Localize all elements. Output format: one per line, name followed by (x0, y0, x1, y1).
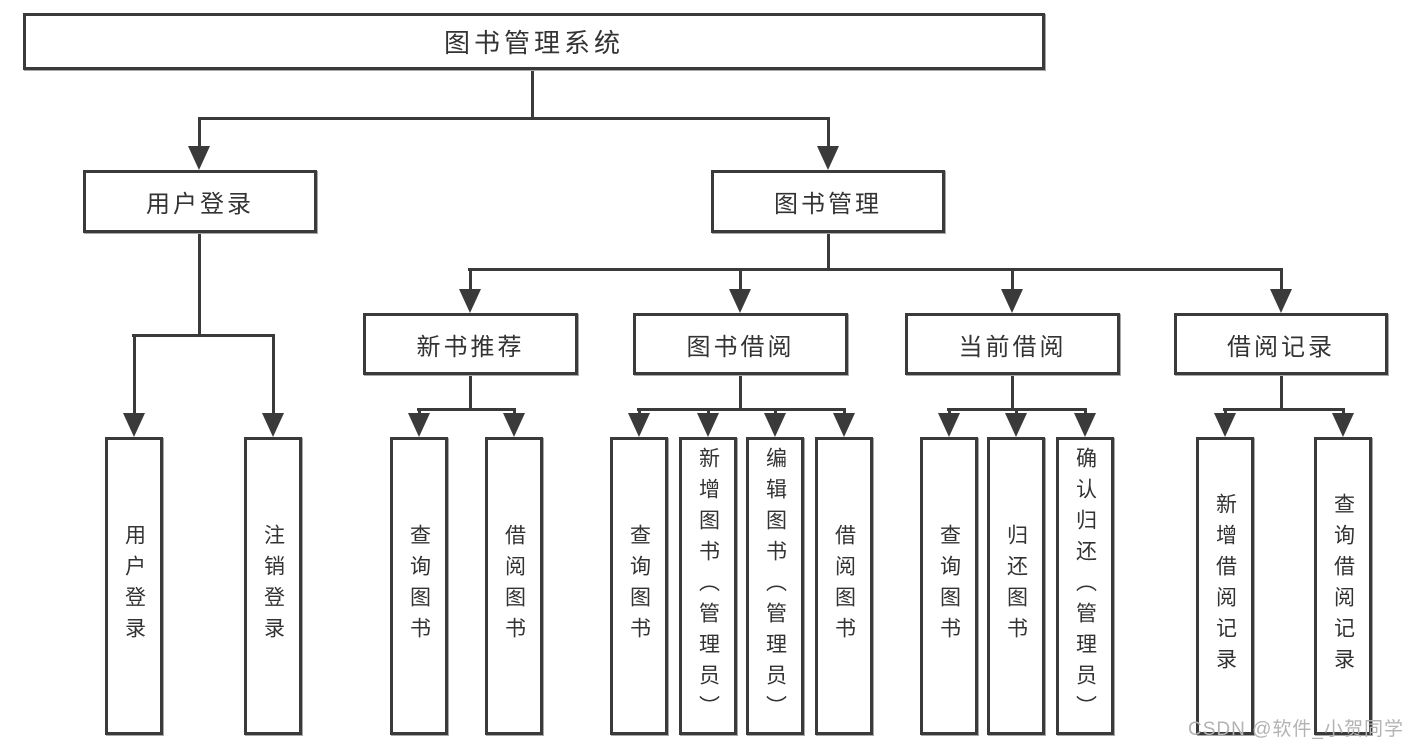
edge-line (1280, 268, 1283, 292)
edge-line (1224, 408, 1227, 417)
leaf-edit-books-admin: 编辑图书（管理员） (746, 437, 804, 735)
edge-line (469, 375, 472, 410)
node-book-borrow: 图书借阅 (633, 313, 848, 375)
edge-line (637, 408, 845, 411)
edge-line (948, 408, 951, 417)
edge-line (468, 268, 1282, 271)
arrowhead-down-icon (1214, 413, 1236, 437)
edge-line (513, 408, 516, 417)
arrowhead-down-icon (1270, 289, 1292, 313)
watermark: CSDN @软件_小贺同学 (1188, 719, 1404, 740)
edge-line (531, 69, 534, 120)
edge-line (1342, 408, 1345, 417)
arrowhead-down-icon (1332, 413, 1354, 437)
node-borrow-records: 借阅记录 (1174, 313, 1388, 375)
leaf-logout: 注销登录 (244, 437, 302, 735)
node-book-management: 图书管理 (711, 170, 945, 233)
node-library-system: 图书管理系统 (23, 13, 1045, 70)
arrowhead-down-icon (188, 146, 210, 170)
edge-line (1084, 408, 1087, 417)
node-new-book-recommend: 新书推荐 (363, 313, 578, 375)
edge-line (843, 408, 846, 417)
edge-line (132, 334, 274, 337)
edge-line (774, 408, 777, 417)
edge-line (417, 408, 515, 411)
leaf-query-borrow-record: 查询借阅记录 (1314, 437, 1372, 735)
leaf-query-books-borrow: 查询图书 (610, 437, 668, 735)
edge-line (272, 334, 275, 414)
leaf-add-books-admin: 新增图书（管理员） (679, 437, 737, 735)
edge-line (638, 408, 641, 417)
arrowhead-down-icon (408, 413, 430, 437)
arrowhead-down-icon (817, 146, 839, 170)
edge-line (1223, 408, 1344, 411)
edge-line (739, 375, 742, 410)
leaf-user-login: 用户登录 (105, 437, 163, 735)
arrowhead-down-icon (833, 413, 855, 437)
edge-line (198, 117, 201, 149)
edge-line (198, 117, 830, 120)
edge-line (418, 408, 421, 417)
arrowhead-down-icon (1074, 413, 1096, 437)
edge-line (469, 268, 472, 292)
arrowhead-down-icon (938, 413, 960, 437)
edge-line (827, 117, 830, 149)
node-user-login: 用户登录 (83, 170, 317, 233)
leaf-borrow-books-recommend: 借阅图书 (485, 437, 543, 735)
edge-line (739, 268, 742, 292)
edge-line (1015, 408, 1018, 417)
arrowhead-down-icon (697, 413, 719, 437)
leaf-confirm-return-admin: 确认归还（管理员） (1056, 437, 1114, 735)
arrowhead-down-icon (262, 413, 284, 437)
arrowhead-down-icon (1005, 413, 1027, 437)
arrowhead-down-icon (503, 413, 525, 437)
arrowhead-down-icon (764, 413, 786, 437)
edge-line (1011, 268, 1014, 292)
leaf-borrow-books: 借阅图书 (815, 437, 873, 735)
edge-line (1280, 375, 1283, 410)
edge-line (133, 334, 136, 414)
arrowhead-down-icon (123, 413, 145, 437)
arrowhead-down-icon (459, 289, 481, 313)
edge-line (1011, 375, 1014, 410)
edge-line (827, 233, 830, 270)
arrowhead-down-icon (1001, 289, 1023, 313)
edge-line (198, 233, 201, 336)
leaf-query-books-current: 查询图书 (920, 437, 978, 735)
arrowhead-down-icon (729, 289, 751, 313)
leaf-add-borrow-record: 新增借阅记录 (1196, 437, 1254, 735)
node-current-borrow: 当前借阅 (905, 313, 1120, 375)
edge-line (707, 408, 710, 417)
leaf-return-books: 归还图书 (987, 437, 1045, 735)
leaf-query-books-recommend: 查询图书 (390, 437, 448, 735)
arrowhead-down-icon (628, 413, 650, 437)
